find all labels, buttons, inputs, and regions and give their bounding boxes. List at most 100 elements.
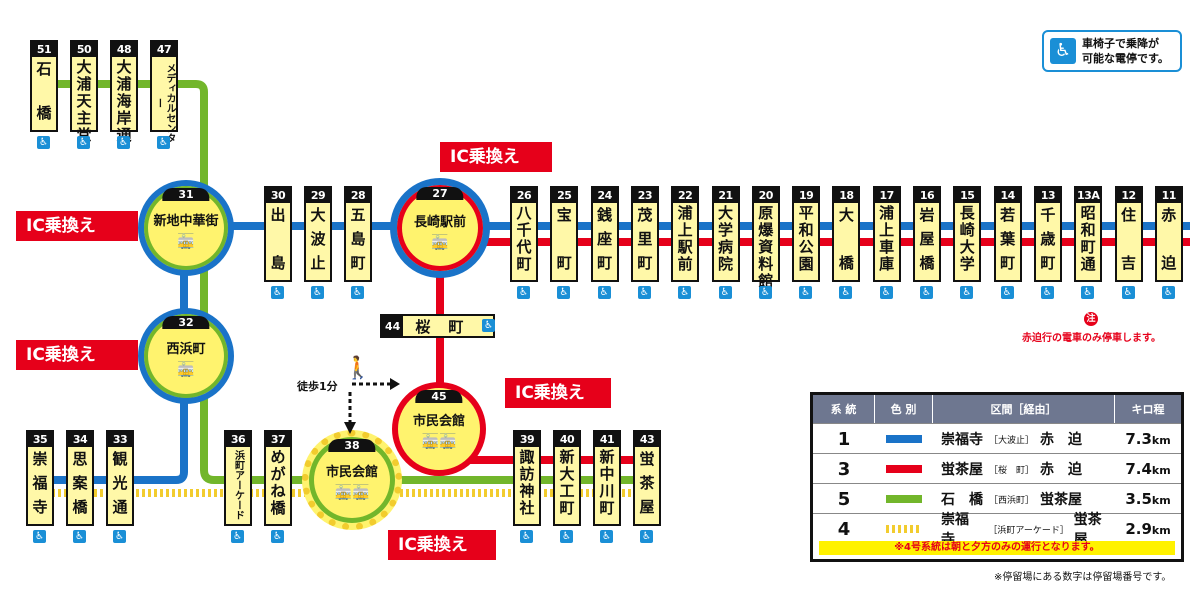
wheelchair-icon: ♿ <box>311 286 324 299</box>
hub-number: 31 <box>162 188 210 201</box>
ic-transfer-badge: IC乗換え <box>440 142 552 172</box>
legend-km-value: 3.5 <box>1125 490 1152 508</box>
wheelchair-icon: ♿ <box>799 286 813 299</box>
stop-number: 19 <box>794 188 819 203</box>
wheelchair-icon: ♿ <box>640 530 653 543</box>
stop-name: 諏訪神社 <box>519 448 535 517</box>
legend-km-unit: km <box>1151 524 1171 537</box>
stop-number: 22 <box>673 188 698 203</box>
stop-name: 浦上車庫 <box>879 204 895 273</box>
wheelchair-icon: ♿ <box>33 530 46 543</box>
stop-number: 15 <box>955 188 980 203</box>
walking-person-icon: 🚶 <box>344 356 372 381</box>
stop-name: 大波止 <box>310 206 326 272</box>
wheelchair-icon: ♿ <box>1040 286 1054 299</box>
stop-number: 30 <box>266 188 290 203</box>
wheelchair-icon: ♿ <box>117 136 130 149</box>
hub-name: 長崎駅前 <box>413 215 466 230</box>
tram-icon: 🚋 <box>177 234 195 250</box>
footer-note: ※停留場にある数字は停留場番号です。 <box>994 572 1172 583</box>
legend-route-from: 崇福寺 <box>941 432 983 448</box>
legend-header-system: 系 統 <box>813 395 875 423</box>
walk-label: 徒歩1分 <box>297 380 338 393</box>
stop-number: 39 <box>515 432 539 447</box>
stop-number: 21 <box>713 188 738 203</box>
legend-route-from: 蛍茶屋 <box>941 462 983 478</box>
legend-header-route: 区間［経由］ <box>933 395 1115 423</box>
hub-stop-45[interactable]: 45 市民会館 🚋🚋 <box>392 382 486 476</box>
hub-number: 27 <box>416 187 464 200</box>
ic-transfer-badge: IC乗換え <box>388 530 496 560</box>
stop-number: 40 <box>555 432 579 447</box>
stop-number: 12 <box>1116 188 1141 203</box>
legend-km-value: 7.3 <box>1125 430 1152 448</box>
stop-name: 千歳町 <box>1040 206 1056 272</box>
stop-name: 新大工町 <box>559 448 575 517</box>
hub-stop-27[interactable]: 27 長崎駅前 🚋 <box>390 178 490 278</box>
stop-name: 崇福寺 <box>32 450 48 516</box>
stop-name: 平和公園 <box>798 204 814 273</box>
wheelchair-icon: ♿ <box>1121 286 1135 299</box>
wheelchair-icon: ♿ <box>1000 286 1014 299</box>
wheelchair-icon: ♿ <box>1050 38 1076 64</box>
stop-name: 茂里町 <box>637 206 653 272</box>
wheelchair-icon: ♿ <box>560 530 573 543</box>
wheelchair-icon: ♿ <box>351 286 364 299</box>
stop-number: 17 <box>874 188 899 203</box>
legend-system: 1 <box>837 428 851 450</box>
legend-row: 1 崇福寺［大波止］赤 迫 7.3km <box>813 423 1181 454</box>
wheelchair-icon: ♿ <box>271 286 284 299</box>
wheelchair-icon: ♿ <box>77 136 90 149</box>
hub-name: 新地中華街 <box>153 214 219 229</box>
hub-number: 45 <box>415 390 463 403</box>
hub-stop-31[interactable]: 31 新地中華街 🚋 <box>138 180 234 276</box>
hub-stop-38[interactable]: 38 市民会館 🚋🚋 <box>302 430 402 530</box>
legend-system: 5 <box>837 488 851 510</box>
legend-system: 4 <box>837 518 851 540</box>
legend-route-via: ［浜町アーケード］ <box>988 525 1069 536</box>
legend-km-value: 7.4 <box>1125 460 1152 478</box>
hub-stop-32[interactable]: 32 西浜町 🚋 <box>138 308 234 404</box>
legend-km-unit: km <box>1151 434 1171 447</box>
legend-route: 崇福寺［大波止］赤 迫 <box>933 429 1115 449</box>
stop-44[interactable]: 44 桜町 <box>380 314 496 338</box>
stop-name: 浜町アーケード <box>232 450 244 520</box>
wheelchair-icon: ♿ <box>758 286 772 299</box>
wheelchair-icon: ♿ <box>839 286 853 299</box>
stop-name: 宝町 <box>556 206 572 272</box>
